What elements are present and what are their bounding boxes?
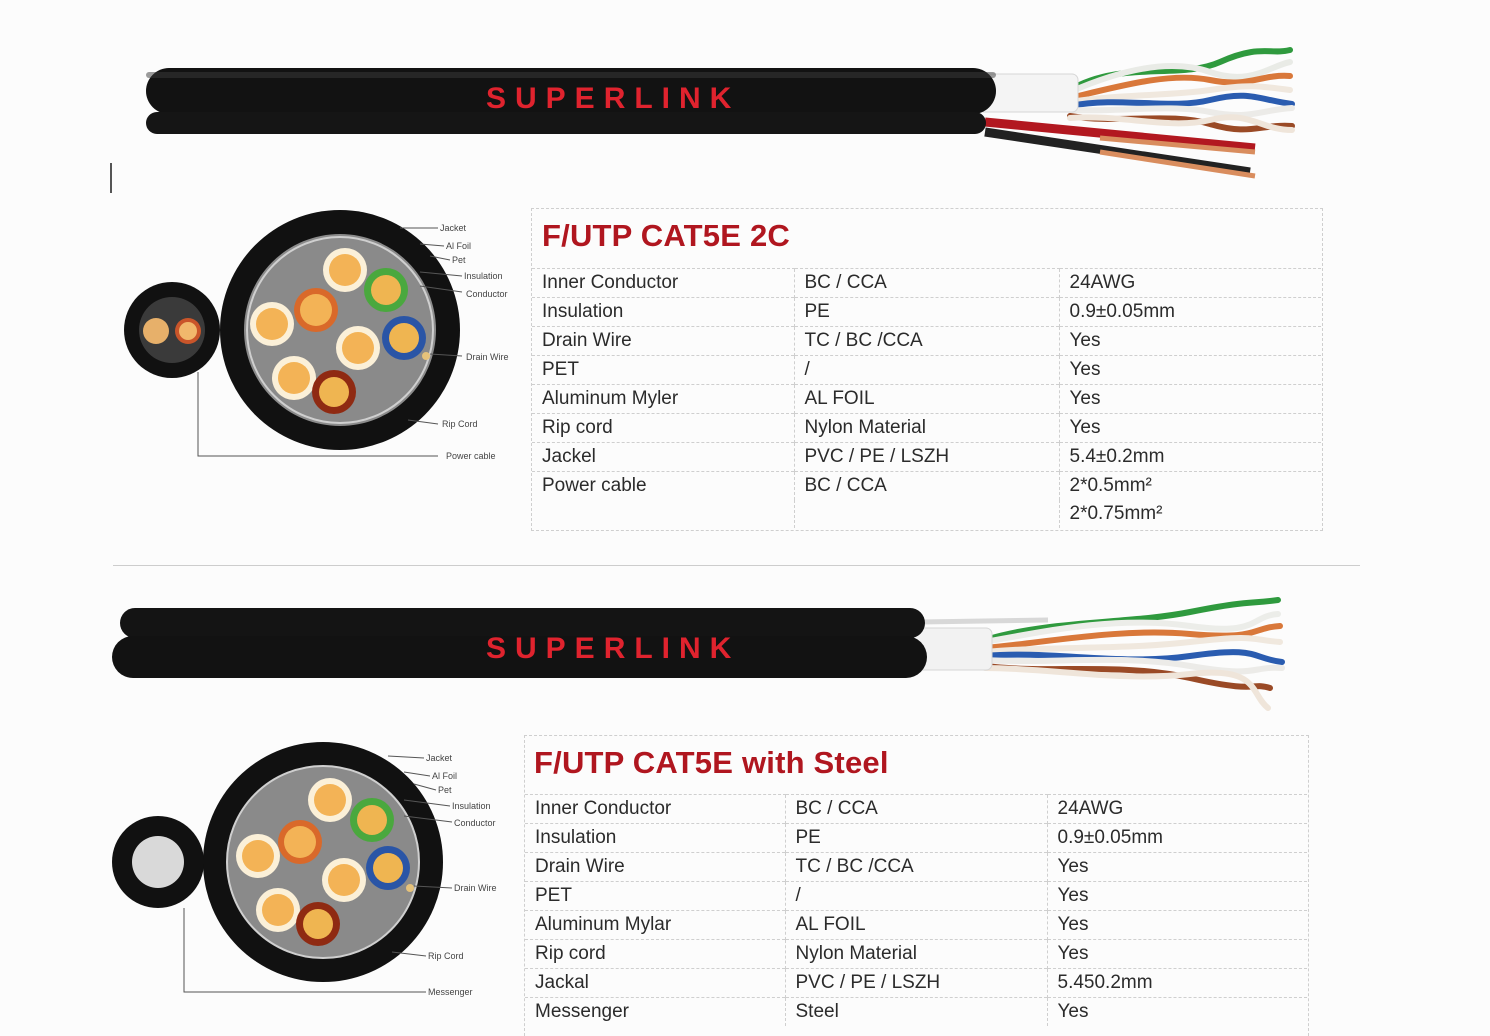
spec-name-cell: Drain Wire — [525, 852, 785, 882]
spec-name-cell: Power cable — [532, 471, 794, 500]
spec-value-cell: 0.9±0.05mm — [1046, 823, 1307, 853]
spec-value-cell: 5.4±0.2mm — [1058, 442, 1321, 472]
label-rip-cord: Rip Cord — [442, 419, 478, 429]
spec-name-cell: Messenger — [525, 997, 785, 1026]
spec-value-cell: Yes — [1046, 881, 1307, 911]
brand-text-2: SUPERLINK — [486, 632, 740, 665]
cable-steel-image: SUPERLINK — [112, 597, 1285, 711]
spec-material-cell: PVC / PE / LSZH — [793, 442, 1059, 472]
cross-section-steel-diagram: Jacket Al Foil Pet Insulation Conductor … — [112, 742, 497, 997]
spec-value-cell: 0.9±0.05mm — [1058, 297, 1321, 327]
spec-value-cell: Yes — [1058, 413, 1321, 443]
label-drain-wire: Drain Wire — [466, 352, 509, 362]
table-row: PET/Yes — [525, 881, 1307, 911]
spec-material-cell: Nylon Material — [784, 939, 1047, 969]
cross-section-2c-diagram: Jacket Al Foil Pet Insulation Conductor … — [124, 210, 509, 461]
spec-name-cell: Insulation — [532, 297, 794, 327]
spec-value-cell: 24AWG — [1046, 794, 1307, 824]
spec-material-cell: PE — [784, 823, 1047, 853]
label-power-cable: Power cable — [446, 451, 496, 461]
spec-material-cell — [793, 500, 1059, 528]
spec-name-cell: Aluminum Myler — [532, 384, 794, 414]
spec-material-cell: / — [784, 881, 1047, 911]
label-messenger: Messenger — [428, 987, 473, 997]
spec-value-cell: 5.450.2mm — [1046, 968, 1307, 998]
spec-name-cell: PET — [532, 355, 794, 385]
label-insulation-2: Insulation — [452, 801, 491, 811]
spec-name-cell: Insulation — [525, 823, 785, 853]
spec-value-cell: 2*0.5mm² — [1058, 471, 1321, 500]
spec-material-cell: PE — [793, 297, 1059, 327]
spec-value-cell: Yes — [1058, 384, 1321, 414]
spec-material-cell: TC / BC /CCA — [793, 326, 1059, 356]
spec-title-2c: F/UTP CAT5E 2C — [542, 218, 790, 253]
spec-name-cell: Jackal — [525, 968, 785, 998]
spec-name-cell: PET — [525, 881, 785, 911]
spec-value-cell: Yes — [1046, 910, 1307, 940]
spec-material-cell: AL FOIL — [784, 910, 1047, 940]
spec-name-cell: Drain Wire — [532, 326, 794, 356]
brand-text: SUPERLINK — [486, 82, 740, 115]
spec-value-cell: Yes — [1046, 939, 1307, 969]
label-conductor: Conductor — [466, 289, 508, 299]
spec-material-cell: Nylon Material — [793, 413, 1059, 443]
label-insulation: Insulation — [464, 271, 503, 281]
label-pet-2: Pet — [438, 785, 452, 795]
spec-name-cell: Jackel — [532, 442, 794, 472]
spec-value-cell: Yes — [1058, 355, 1321, 385]
label-drain-wire-2: Drain Wire — [454, 883, 497, 893]
table-row: 2*0.75mm² — [532, 500, 1321, 528]
section-divider — [113, 565, 1360, 566]
label-al-foil: Al Foil — [446, 241, 471, 251]
spec-name-cell: Rip cord — [525, 939, 785, 969]
tick-mark — [110, 163, 112, 193]
spec-material-cell: BC / CCA — [784, 794, 1047, 824]
spec-value-cell: 24AWG — [1058, 268, 1321, 298]
spec-name-cell — [532, 500, 794, 528]
spec-value-cell: Yes — [1058, 326, 1321, 356]
spec-material-cell: TC / BC /CCA — [784, 852, 1047, 882]
cable-2c-image: SUPERLINK — [146, 47, 1295, 179]
spec-material-cell: AL FOIL — [793, 384, 1059, 414]
spec-value-cell: 2*0.75mm² — [1058, 500, 1321, 528]
spec-box-steel — [524, 735, 1309, 1036]
label-conductor-2: Conductor — [454, 818, 496, 828]
spec-name-cell: Inner Conductor — [532, 268, 794, 298]
spec-box-2c — [531, 208, 1323, 531]
spec-title-steel: F/UTP CAT5E with Steel — [534, 745, 889, 780]
label-jacket-2: Jacket — [426, 753, 453, 763]
spec-name-cell: Inner Conductor — [525, 794, 785, 824]
spec-name-cell: Aluminum Mylar — [525, 910, 785, 940]
spec-value-cell: Yes — [1046, 997, 1307, 1026]
label-jacket: Jacket — [440, 223, 467, 233]
spec-material-cell: Steel — [784, 997, 1047, 1026]
spec-name-cell: Rip cord — [532, 413, 794, 443]
label-rip-cord-2: Rip Cord — [428, 951, 464, 961]
label-al-foil-2: Al Foil — [432, 771, 457, 781]
spec-material-cell: / — [793, 355, 1059, 385]
table-row: PET/Yes — [532, 355, 1321, 385]
label-pet: Pet — [452, 255, 466, 265]
spec-material-cell: PVC / PE / LSZH — [784, 968, 1047, 998]
spec-material-cell: BC / CCA — [793, 471, 1059, 500]
spec-value-cell: Yes — [1046, 852, 1307, 882]
spec-material-cell: BC / CCA — [793, 268, 1059, 298]
